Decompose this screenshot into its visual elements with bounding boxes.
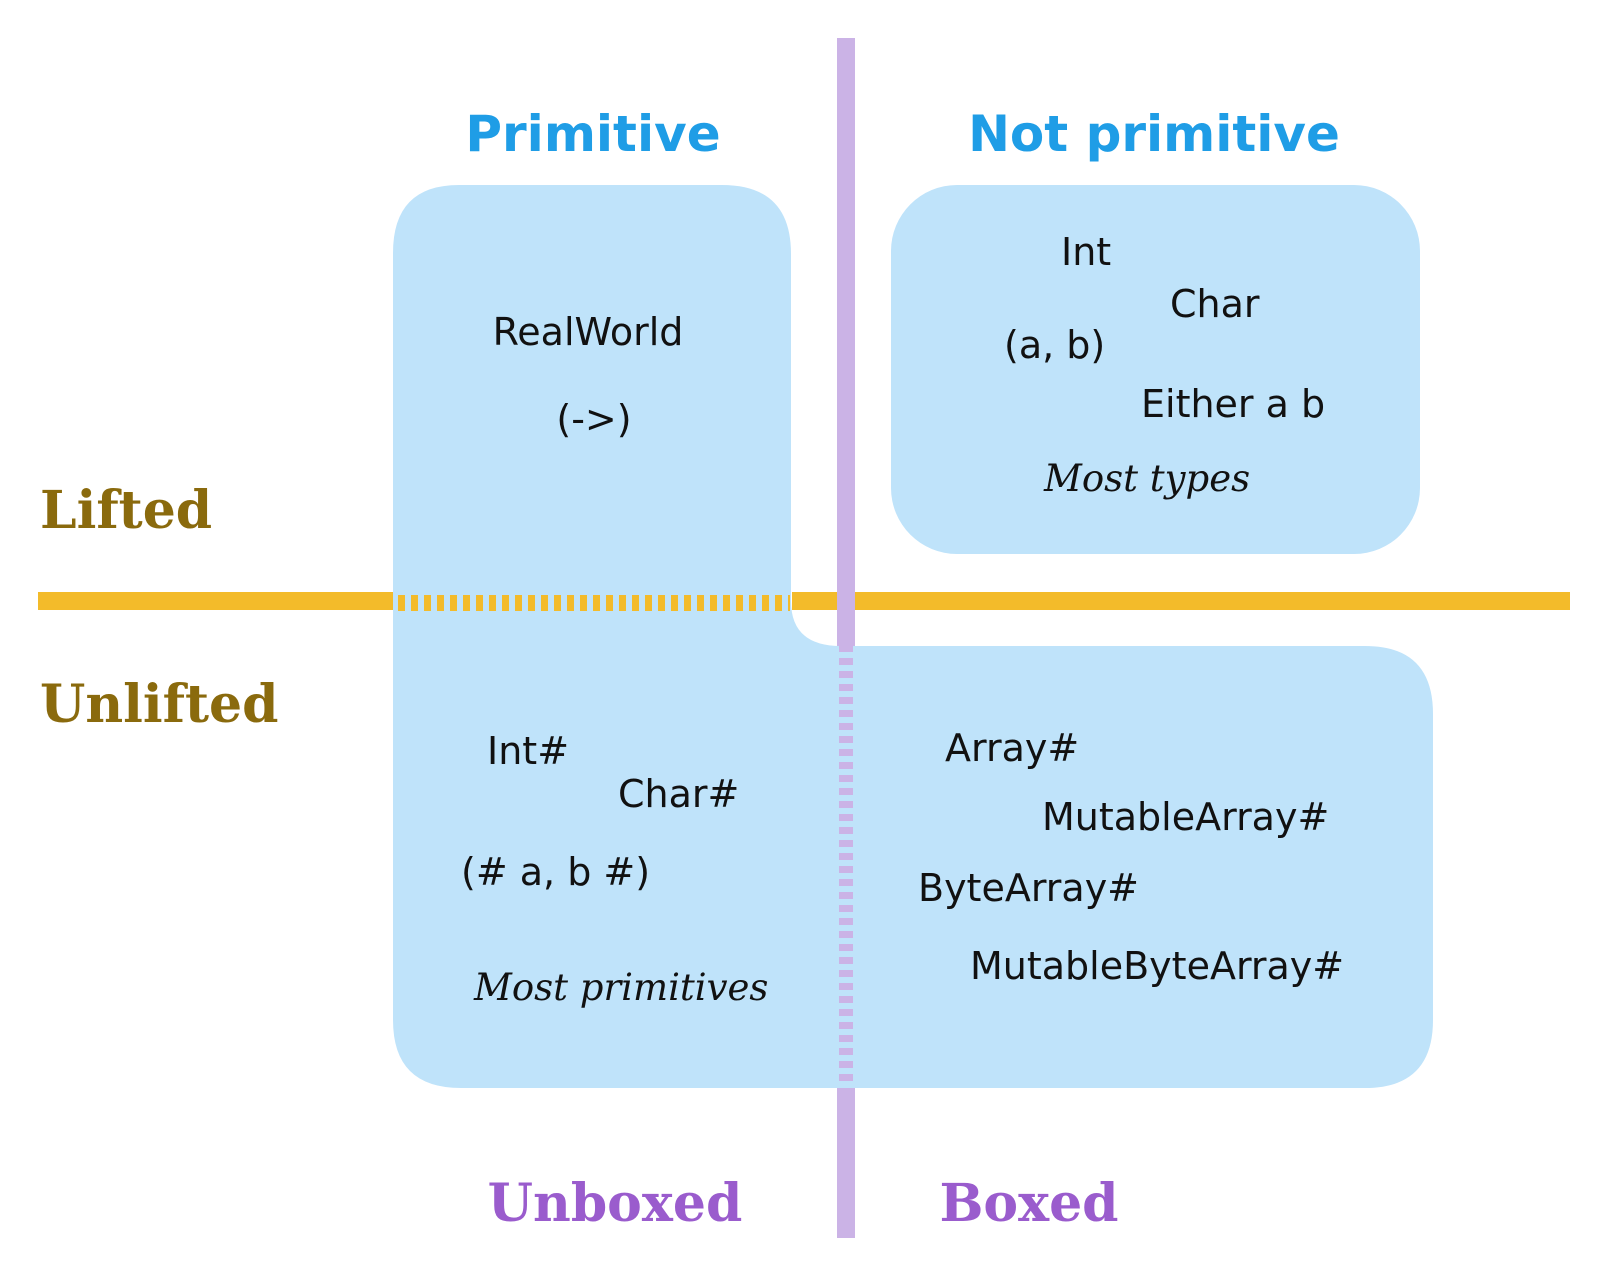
column-heading-not-primitive: Not primitive (968, 105, 1340, 163)
type-function-arrow: (->) (556, 397, 631, 441)
type-bytearray-hash: ByteArray# (918, 866, 1139, 910)
note-most-types: Most types (1043, 457, 1250, 500)
type-array-hash: Array# (945, 726, 1079, 770)
type-realworld: RealWorld (493, 310, 684, 354)
boxing-heading-unboxed: Unboxed (488, 1173, 743, 1234)
note-most-primitives: Most primitives (473, 966, 768, 1009)
type-char-hash: Char# (618, 772, 739, 816)
type-mutable-array-hash: MutableArray# (1042, 795, 1329, 839)
type-mutable-bytearray-hash: MutableByteArray# (970, 944, 1344, 988)
type-int: Int (1061, 230, 1111, 274)
row-heading-unlifted: Unlifted (40, 674, 279, 735)
boxing-heading-boxed: Boxed (939, 1173, 1118, 1234)
type-either: Either a b (1141, 382, 1325, 426)
type-int-hash: Int# (487, 729, 569, 773)
row-heading-lifted: Lifted (40, 480, 212, 541)
type-unboxed-tuple: (# a, b #) (461, 850, 650, 894)
type-char: Char (1170, 282, 1260, 326)
region-lifted-not-primitive (891, 185, 1420, 554)
region-primitive-unlifted (393, 185, 1433, 1088)
type-tuple: (a, b) (1004, 323, 1105, 367)
column-heading-primitive: Primitive (465, 105, 720, 163)
